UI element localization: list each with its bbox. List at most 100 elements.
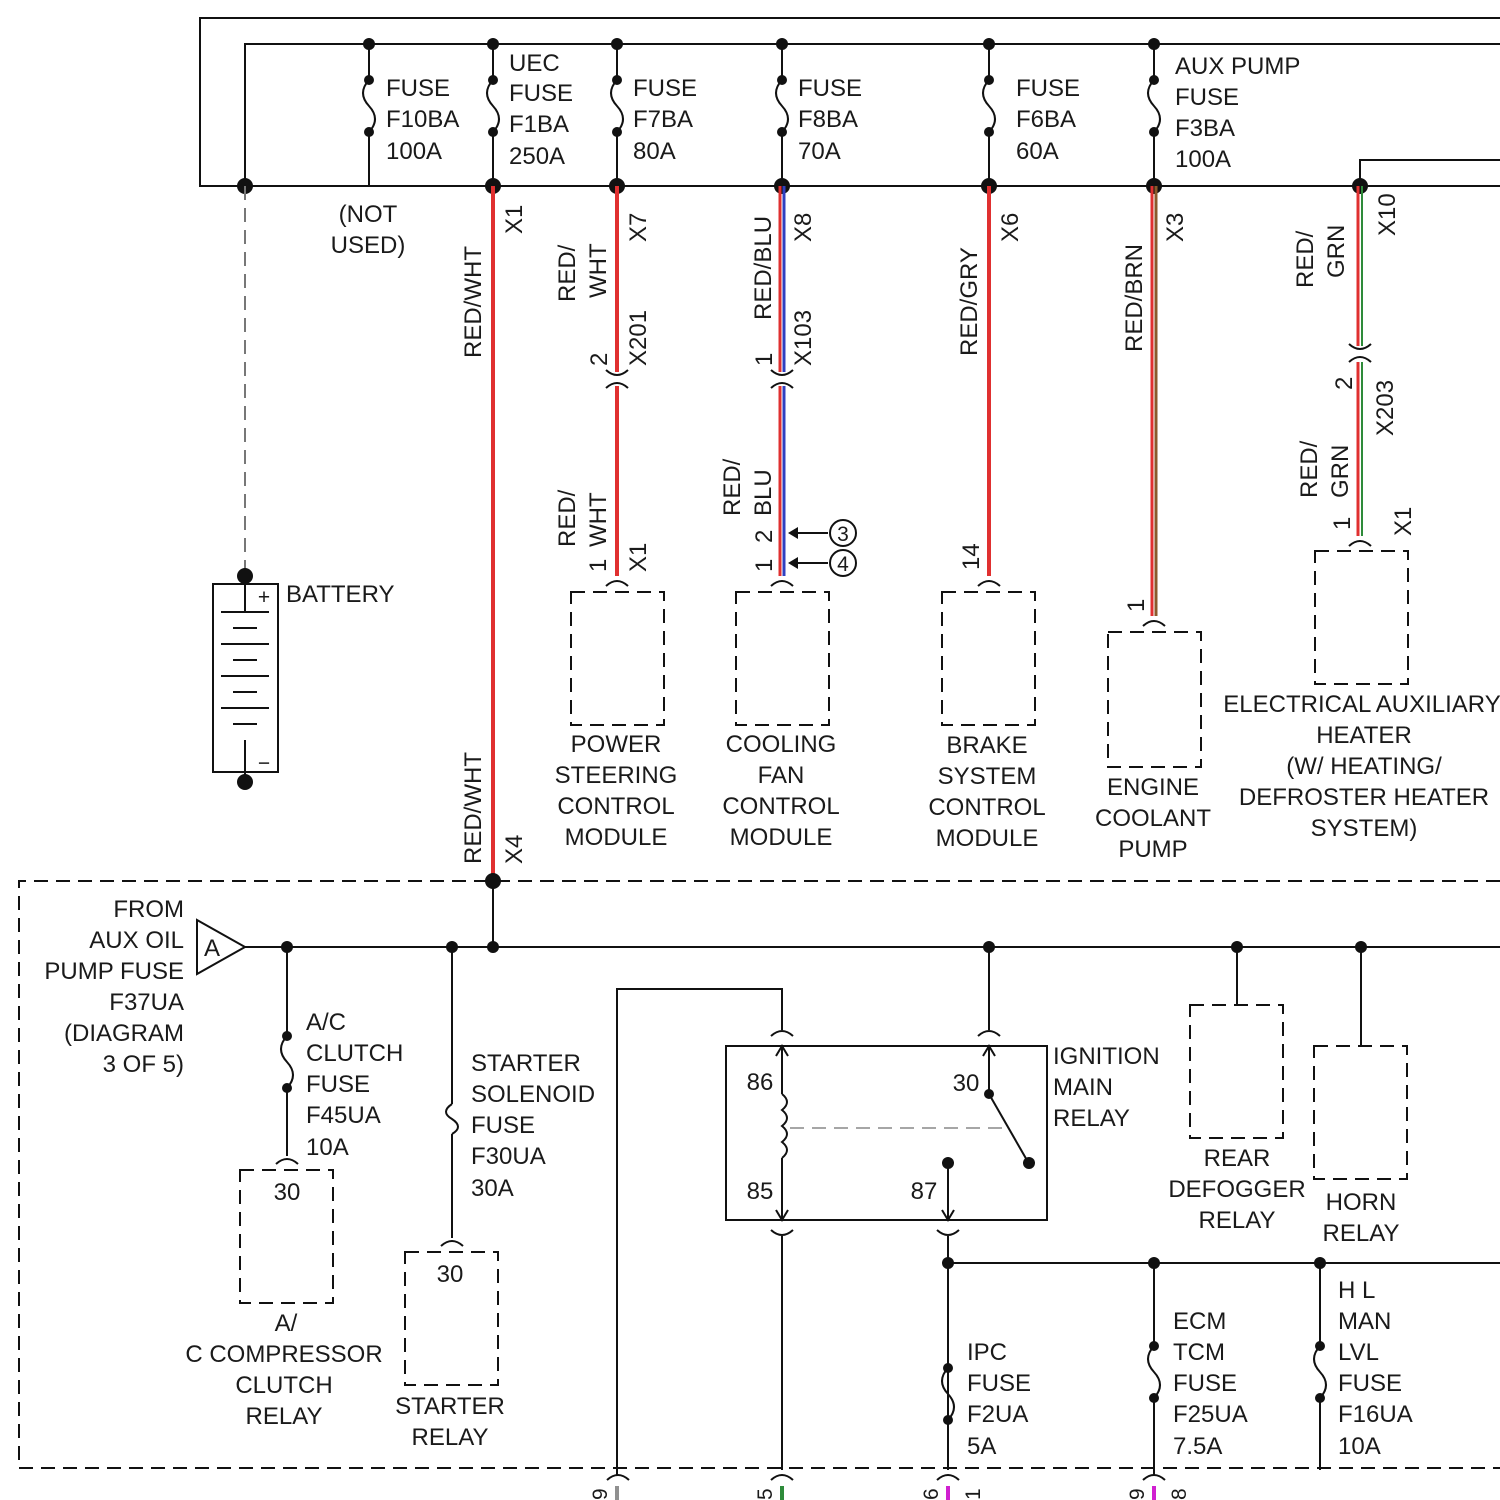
wire-x8-pin: X8 xyxy=(790,213,817,242)
hl-fuse-5: F16UA xyxy=(1338,1401,1413,1428)
ac-relay-3: CLUTCH xyxy=(235,1372,332,1399)
ecm-fuse-2: TCM xyxy=(1173,1339,1225,1366)
starter: STARTER SOLENOID FUSE F30UA 30A 30 START… xyxy=(395,947,595,1451)
ac-fuse-3: FUSE xyxy=(306,1071,370,1098)
wire-x6: RED/GRY X6 14 xyxy=(956,186,1024,586)
fuse-f1-line3: F1BA xyxy=(509,111,569,138)
battery: + − BATTERY xyxy=(213,186,394,790)
bottom-fuses: IPC FUSE F2UA 5A ECM TCM FUSE F25UA 7.5A… xyxy=(942,1257,1500,1476)
psc-color-1: RED/ xyxy=(554,489,581,547)
ipc-fuse-4: 5A xyxy=(967,1433,996,1460)
fuse-f3-line2: FUSE xyxy=(1175,84,1239,111)
ecm-fuse-5: 7.5A xyxy=(1173,1433,1222,1460)
ipc-fuse-2: FUSE xyxy=(967,1370,1031,1397)
x103-label: X103 xyxy=(790,310,817,366)
x203-pin: 2 xyxy=(1331,377,1358,390)
x201-pin: 2 xyxy=(586,353,613,366)
wire-x1-pin: X1 xyxy=(501,205,528,234)
fuse-f10-line2: F10BA xyxy=(386,106,459,133)
psc-box xyxy=(571,592,664,725)
wire-x7-color-1: RED/ xyxy=(554,244,581,302)
fuse-f3-line3: F3BA xyxy=(1175,115,1235,142)
cfc-label-1: COOLING xyxy=(726,731,837,758)
bottom-pin-2: 5 xyxy=(754,1488,777,1500)
ac-relay-1: A/ xyxy=(275,1310,298,1337)
cfc-label-2: FAN xyxy=(758,762,805,789)
battery-minus: − xyxy=(258,752,270,775)
ref-4: 4 xyxy=(837,553,849,576)
wire-x4-color: RED/WHT xyxy=(460,752,487,864)
from-aux-2: AUX OIL xyxy=(89,927,184,954)
fuse-f1-line1: UEC xyxy=(509,50,560,77)
bsc-label-1: BRAKE xyxy=(946,732,1027,759)
wire-x7-color-2: WHT xyxy=(585,243,612,298)
fuse-f10-line1: FUSE xyxy=(386,75,450,102)
psc-label-2: STEERING xyxy=(555,762,678,789)
cfc-label-4: MODULE xyxy=(730,824,833,851)
imr-label-1: IGNITION xyxy=(1053,1043,1160,1070)
eah-box xyxy=(1315,551,1408,684)
ac-fuse-1: A/C xyxy=(306,1009,346,1036)
x103-pin: 1 xyxy=(751,353,778,366)
starter-fuse-2: SOLENOID xyxy=(471,1081,595,1108)
x201-label: X201 xyxy=(625,310,652,366)
rear-defogger-relay: REAR DEFOGGER RELAY xyxy=(1168,947,1305,1234)
fuse-f8-line3: 70A xyxy=(798,138,841,165)
horn-2: RELAY xyxy=(1323,1220,1400,1247)
eah-pin: 1 xyxy=(1329,517,1356,530)
eah-label-3: (W/ HEATING/ xyxy=(1286,753,1442,780)
imr-pin-87: 87 xyxy=(911,1178,938,1205)
starter-fuse-4: F30UA xyxy=(471,1143,546,1170)
wire-x8-color: RED/BLU xyxy=(750,216,777,320)
starter-relay-1: STARTER xyxy=(395,1393,505,1420)
hl-fuse-1: H L xyxy=(1338,1277,1375,1304)
x203-label: X203 xyxy=(1372,380,1399,436)
wire-x3: RED/BRN X3 1 xyxy=(1121,186,1189,626)
wire-x6-color: RED/GRY xyxy=(956,247,983,356)
wire-x10: RED/ GRN X10 2 X203 RED/ GRN 1 X1 xyxy=(1292,186,1417,546)
starter-fuse-3: FUSE xyxy=(471,1112,535,1139)
ac-clutch: A/C CLUTCH FUSE F45UA 10A 30 A/ C COMPRE… xyxy=(185,947,403,1430)
fuse-f6-line2: F6BA xyxy=(1016,106,1076,133)
ac-relay-pin: 30 xyxy=(274,1179,301,1206)
starter-relay-2: RELAY xyxy=(412,1424,489,1451)
bottom-pin-6: 8 xyxy=(1168,1488,1191,1500)
cfc-label-3: CONTROL xyxy=(722,793,839,820)
eah-label-1: ELECTRICAL AUXILIARY xyxy=(1223,691,1500,718)
from-aux-oil: FROM AUX OIL PUMP FUSE F37UA (DIAGRAM 3 … xyxy=(44,896,245,1078)
ac-relay-4: RELAY xyxy=(246,1403,323,1430)
wire-x7-pin: X7 xyxy=(625,213,652,242)
cfc-box xyxy=(736,592,829,725)
bottom-connectors: 9 5 6 1 9 8 xyxy=(589,1475,1191,1500)
not-used-line1: (NOT xyxy=(339,201,398,228)
battery-plus: + xyxy=(258,586,270,609)
ecm-fuse-4: F25UA xyxy=(1173,1401,1248,1428)
not-used-line2: USED) xyxy=(331,232,406,259)
fuse-f1-line4: 250A xyxy=(509,143,565,170)
module-labels: POWER STEERING CONTROL MODULE COOLING FA… xyxy=(555,691,1500,863)
imr-pin-85: 85 xyxy=(747,1178,774,1205)
wire-x3-pin: X3 xyxy=(1162,213,1189,242)
bsc-label-4: MODULE xyxy=(936,825,1039,852)
bsc-label-2: SYSTEM xyxy=(938,763,1037,790)
fuse-f6-line3: 60A xyxy=(1016,138,1059,165)
psc-pin: 1 xyxy=(585,559,612,572)
eah-color-1: RED/ xyxy=(1296,440,1323,498)
fuse-f10-line3: 100A xyxy=(386,138,442,165)
bottom-pin-5: 9 xyxy=(1126,1488,1149,1500)
fuse-f7-line1: FUSE xyxy=(633,75,697,102)
from-aux-6: 3 OF 5) xyxy=(103,1051,184,1078)
ac-relay-2: C COMPRESSOR xyxy=(185,1341,382,1368)
eah-color-2: GRN xyxy=(1327,445,1354,498)
eah-conn: X1 xyxy=(1390,507,1417,536)
ecp-pin: 1 xyxy=(1123,599,1150,612)
psc-label-4: MODULE xyxy=(565,824,668,851)
psc-label-3: CONTROL xyxy=(557,793,674,820)
lower-bus xyxy=(245,881,1500,953)
ecp-label-3: PUMP xyxy=(1118,836,1187,863)
cfc-pin2: 2 xyxy=(751,530,778,543)
bsc-pin: 14 xyxy=(958,543,985,570)
wire-x10-pin: X10 xyxy=(1374,193,1401,236)
fuse-f1-line2: FUSE xyxy=(509,80,573,107)
